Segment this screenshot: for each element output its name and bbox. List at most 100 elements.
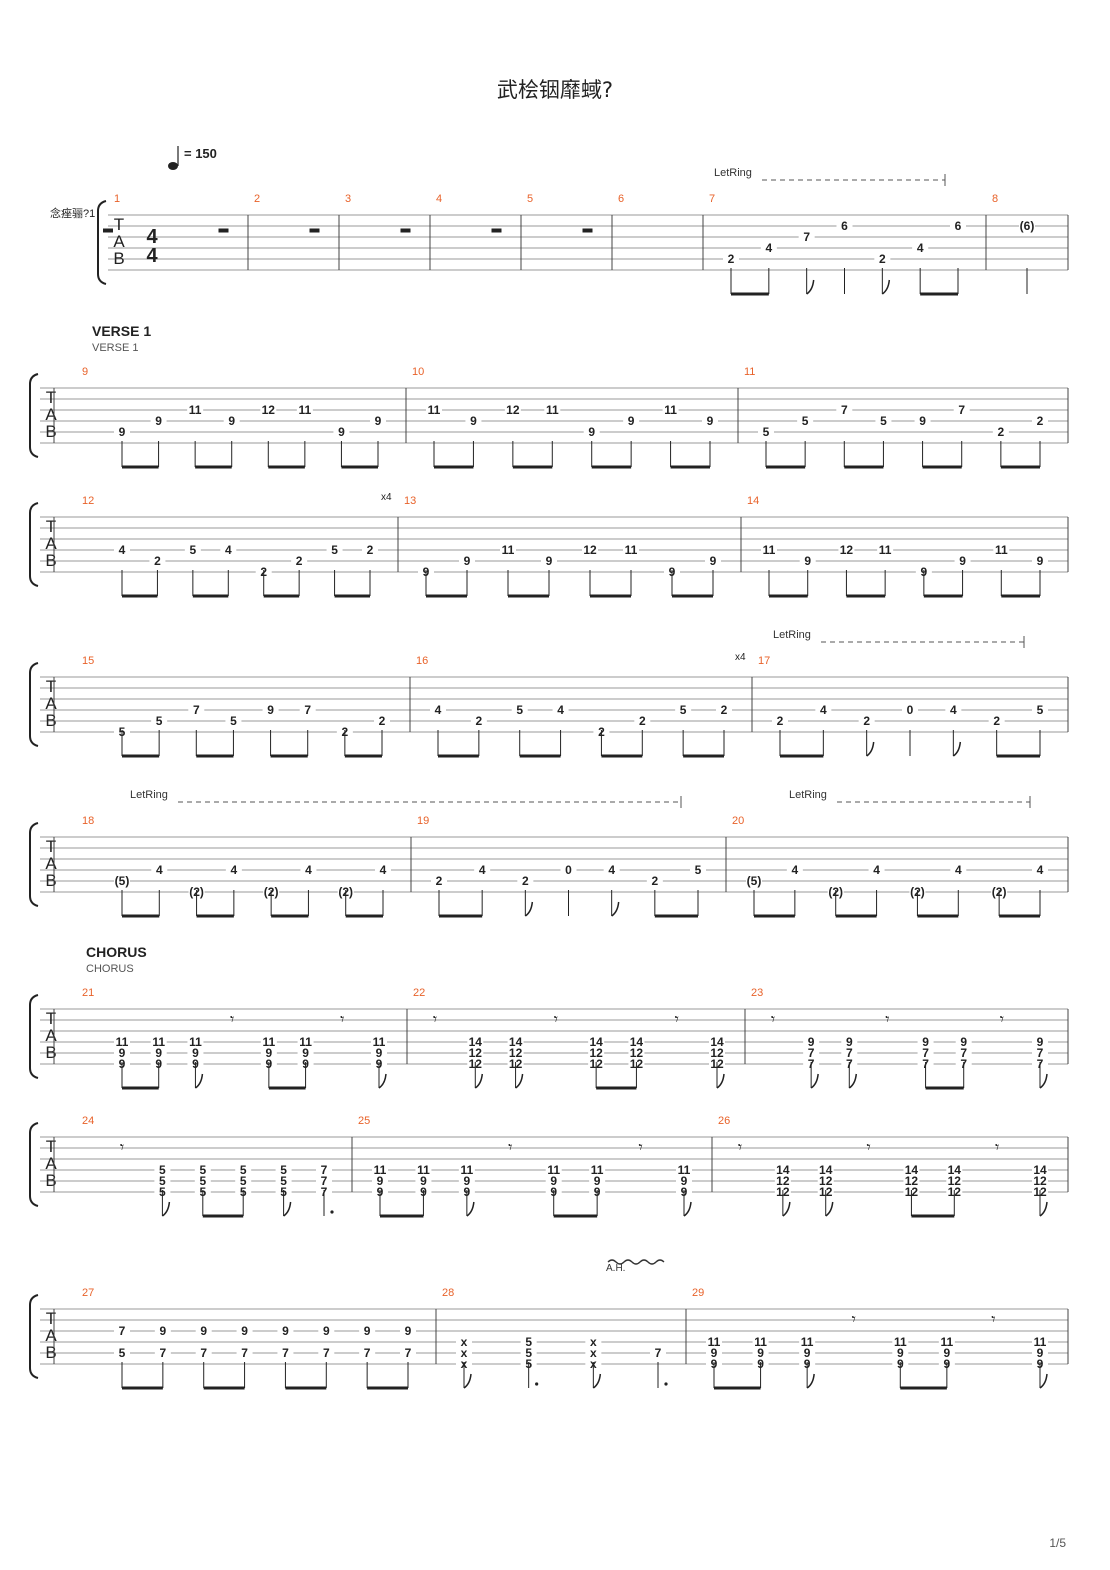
fret-number: 2 [863, 714, 870, 728]
fret-bg [623, 416, 640, 427]
note-flag [782, 1201, 791, 1217]
note-flag [283, 1201, 292, 1217]
fret-number: 11 [546, 403, 559, 417]
fret-number: 9 [420, 1174, 427, 1188]
fret-bg [902, 705, 918, 716]
fret-number: 9 [1037, 1346, 1044, 1360]
fret-bg [333, 427, 350, 438]
fret-bg [291, 556, 308, 567]
fret-bg [874, 254, 891, 265]
note-flag [881, 279, 891, 295]
fret-bg [634, 716, 651, 727]
fret-number: 9 [804, 1346, 811, 1360]
bar-number: 7 [709, 193, 715, 205]
fret-bg [1032, 416, 1048, 427]
bar-number: 21 [82, 987, 94, 999]
fret-number: 5 [880, 414, 887, 428]
bar-number: 22 [413, 987, 425, 999]
fret-number: 11 [664, 403, 677, 417]
fret-number: 9 [464, 1174, 471, 1188]
bar-number: 8 [992, 193, 998, 205]
fret-bg [459, 556, 475, 567]
bar-number: 6 [618, 193, 624, 205]
fret-number: 14 [1033, 1163, 1047, 1177]
note-flag [463, 1373, 472, 1389]
fret-number: 7 [241, 1346, 248, 1360]
fret-number: 7 [193, 703, 200, 717]
fret-bg [628, 1048, 645, 1059]
fret-bg [458, 1176, 475, 1187]
fret-number: 5 [763, 425, 770, 439]
fret-bg [300, 865, 317, 876]
eighth-rest: 𝄾 [554, 1011, 558, 1028]
tab-clef-letter: T [114, 215, 124, 234]
fret-bg [195, 1348, 212, 1359]
system-bracket [29, 994, 39, 1079]
fret-bg [275, 1176, 292, 1187]
fret-bg [950, 865, 967, 876]
bar-number: 28 [442, 1287, 454, 1299]
fret-bg [917, 1037, 934, 1048]
fret-number: 7 [321, 1163, 328, 1177]
note-flag [952, 741, 962, 757]
fret-bg [585, 1348, 602, 1359]
fret-bg [585, 1337, 602, 1348]
note-flag [515, 1073, 524, 1089]
fret-bg [803, 1048, 820, 1059]
fret-number: 9 [155, 414, 162, 428]
fret-number: 14 [589, 1035, 603, 1049]
fret-bg [114, 1326, 130, 1337]
bar-number: 24 [82, 1115, 94, 1127]
fret-bg [646, 876, 663, 887]
fret-bg [187, 1037, 204, 1048]
fret-bg [877, 545, 894, 556]
fret-bg [589, 1176, 606, 1187]
fret-number: 9 [711, 1346, 718, 1360]
fret-number: 5 [331, 543, 338, 557]
tab-clef-letter: B [113, 249, 124, 268]
fret-bg [372, 1176, 388, 1187]
fret-number: 4 [765, 241, 772, 255]
bar-number: 11 [744, 366, 755, 378]
note-flag [716, 1073, 725, 1089]
fret-number: 5 [190, 543, 197, 557]
fret-number: 11 [502, 543, 515, 557]
fret-number: 9 [588, 425, 595, 439]
fret-number: 14 [469, 1035, 483, 1049]
fret-number: 7 [119, 1324, 126, 1338]
fret-bg [545, 1165, 562, 1176]
fret-number: 12 [710, 1046, 724, 1060]
fret-bg [150, 416, 167, 427]
fret-bg [955, 1048, 972, 1059]
fret-bg [552, 705, 569, 716]
fret-bg [467, 1048, 484, 1059]
fret-bg [903, 1176, 920, 1187]
fret-bg [194, 1176, 211, 1187]
fret-bg [675, 705, 692, 716]
fret-bg [431, 876, 447, 887]
fret-bg [235, 1165, 252, 1176]
fret-number: 7 [655, 1346, 662, 1360]
time-signature-top: 4 [146, 226, 158, 248]
fret-bg [746, 876, 762, 887]
fret-number: 12 [262, 403, 276, 417]
let-ring-label: LetRing [773, 629, 811, 641]
fret-number: 9 [375, 414, 382, 428]
fret-bg [371, 1037, 387, 1048]
fret-number: 9 [922, 1035, 929, 1049]
fret-number: 5 [802, 414, 809, 428]
fret-bg [676, 1176, 692, 1187]
fret-number: 2 [379, 714, 386, 728]
system-bracket [29, 373, 39, 458]
fret-bg [151, 865, 168, 876]
fret-bg [541, 556, 557, 567]
fret-bg [723, 254, 739, 265]
fret-number: 14 [948, 1163, 962, 1177]
note-flag [524, 901, 534, 917]
fret-number: 5 [695, 863, 702, 877]
fret-bg [912, 243, 929, 254]
fret-number: 7 [321, 1174, 328, 1188]
fret-number: 9 [919, 414, 926, 428]
quarter-note-icon [168, 162, 178, 170]
